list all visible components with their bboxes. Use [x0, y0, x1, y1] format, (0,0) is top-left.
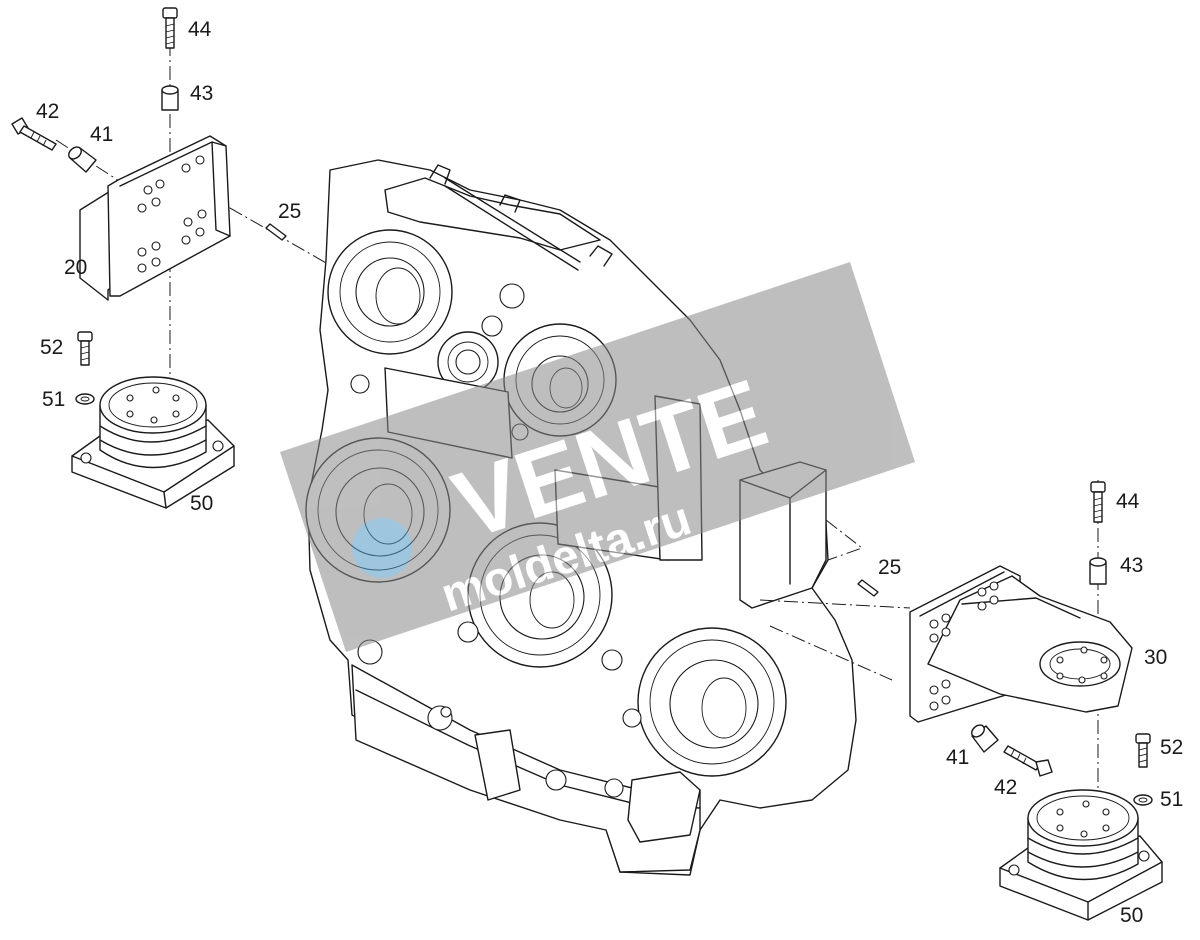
bolt-42-left — [11, 117, 57, 151]
label-51-left: 51 — [42, 388, 65, 411]
label-44-top: 44 — [188, 18, 212, 41]
bolt-44-left — [162, 7, 178, 49]
label-52-left: 52 — [40, 336, 63, 359]
bracket-30 — [909, 565, 1133, 723]
label-43-right: 43 — [1120, 554, 1143, 577]
pin-25-right — [857, 579, 879, 597]
part-labels: 44 43 42 41 25 20 52 51 50 44 43 25 30 4… — [36, 18, 1183, 927]
bushing-43-left — [161, 85, 179, 111]
mount-50-right — [999, 789, 1163, 921]
pin-25-left — [265, 223, 287, 241]
washer-51-right — [1133, 794, 1153, 806]
label-42-right: 42 — [994, 776, 1017, 799]
bushing-41-right — [971, 724, 999, 753]
bracket-20 — [79, 135, 231, 301]
label-30: 30 — [1144, 646, 1167, 669]
bolt-52-right — [1135, 733, 1151, 768]
bolt-52-left — [77, 331, 93, 366]
label-25-right: 25 — [878, 556, 901, 579]
label-52-right: 52 — [1160, 736, 1183, 759]
bolt-44-right — [1090, 481, 1106, 523]
label-25-left: 25 — [278, 200, 301, 223]
label-51-right: 51 — [1160, 788, 1183, 811]
washer-51-left — [75, 393, 95, 405]
label-50-left: 50 — [190, 492, 213, 515]
bolt-42-right — [1003, 745, 1053, 777]
label-41-right: 41 — [946, 746, 969, 769]
label-41-left: 41 — [90, 123, 113, 146]
bushing-43-right — [1089, 557, 1107, 585]
centerline-right-bolt — [769, 625, 893, 681]
bushing-41-left — [68, 146, 97, 173]
watermark-logo-mark — [352, 518, 412, 578]
label-20: 20 — [64, 256, 87, 279]
label-44-right: 44 — [1116, 490, 1140, 513]
watermark-band — [280, 262, 915, 652]
label-43-top: 43 — [190, 82, 213, 105]
centerline-right-guide — [825, 519, 864, 561]
label-42-left: 42 — [36, 100, 59, 123]
centerline-right-horizontal — [759, 599, 911, 609]
label-50-right: 50 — [1120, 904, 1143, 927]
mount-50-left — [71, 376, 235, 509]
